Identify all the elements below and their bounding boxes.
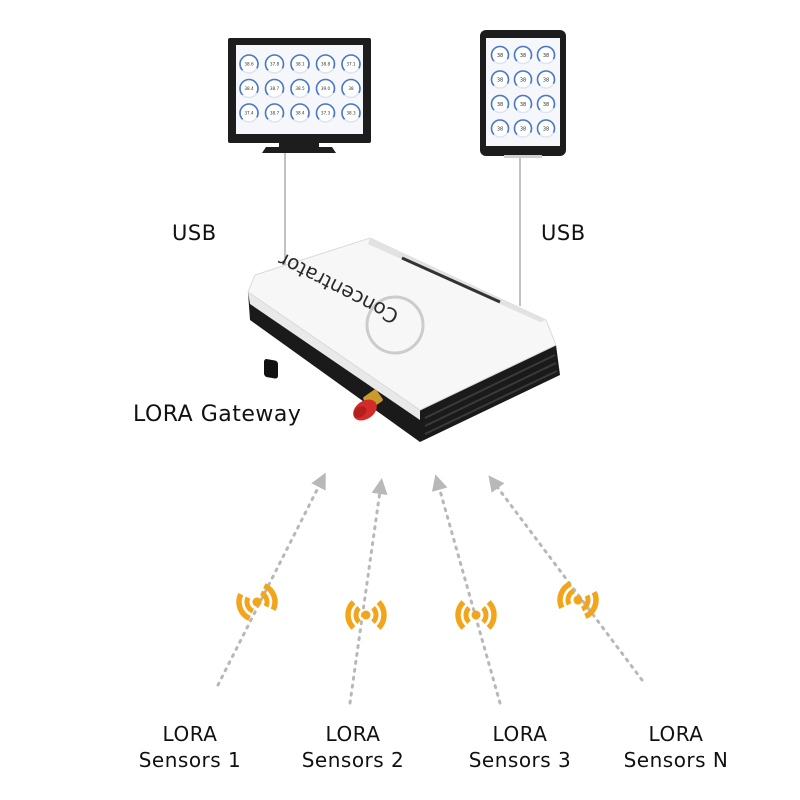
monitor-reading: 38.7 [270, 110, 280, 115]
monitor-gauge: 37.3 [315, 103, 336, 123]
monitor-screen-gauges: 38.6 37.8 38.1 38.8 37.1 38.4 38.7 38.5 39.0 38 37… [239, 54, 361, 123]
tablet-gauge: 38 [536, 70, 556, 89]
tablet-gauge: 38 [513, 119, 533, 138]
sensor-label-3: LORA Sensors 3 [450, 721, 590, 773]
sensor-label-n: LORA Sensors N [606, 721, 746, 773]
sensor-1-line2: Sensors 1 [138, 748, 242, 772]
tablet-gauge: 38 [490, 94, 510, 114]
tablet-reading: 38 [497, 126, 503, 132]
monitor-reading: 38.7 [270, 86, 280, 91]
monitor-icon: 38.6 37.8 38.1 38.8 37.1 38.4 38.7 38.5 39.0 38 37… [228, 38, 371, 153]
sensor-2-line2: Sensors 2 [301, 748, 405, 772]
monitor-reading: 38.6 [244, 61, 254, 66]
monitor-reading: 38.8 [321, 61, 331, 66]
wireless-signal-icon [236, 583, 278, 621]
antenna-icon [353, 389, 383, 421]
tablet-gauge: 38 [513, 70, 533, 89]
tablet-gauge: 38 [490, 119, 510, 138]
signal-arrows [216, 472, 644, 705]
usb-port [264, 359, 278, 379]
tablet-gauge: 38 [490, 70, 510, 89]
sensor-signals [236, 581, 599, 630]
sensor-label-2: LORA Sensors 2 [283, 721, 423, 773]
monitor-gauge: 38.1 [290, 54, 310, 74]
dotted-arrow-2 [348, 478, 388, 705]
gateway-label: LORA Gateway [133, 402, 302, 427]
monitor-gauge: 37.4 [239, 103, 259, 123]
arrow-head [371, 478, 388, 496]
monitor-reading: 37.1 [346, 61, 356, 66]
card-slot [401, 256, 501, 304]
wireless-signal-icon [557, 581, 599, 619]
monitor-gauge: 38.6 [239, 54, 259, 74]
tablet-reading: 38 [543, 53, 549, 59]
monitor-gauge: 38 [341, 78, 361, 99]
tablet-gauge: 38 [536, 45, 556, 65]
tablet-gauge: 38 [490, 45, 510, 65]
monitor-gauge: 39.0 [315, 78, 336, 99]
tablet-gauge: 38 [513, 94, 533, 114]
arrow-head [432, 474, 448, 492]
tablet-reading: 38 [497, 102, 503, 108]
sensor-3-line1: LORA [492, 722, 548, 746]
sensor-label-1: LORA Sensors 1 [120, 721, 260, 773]
monitor-gauge: 38.3 [341, 103, 361, 123]
tablet-reading: 38 [520, 53, 526, 59]
logo-ring [365, 295, 425, 355]
monitor-gauge: 38.8 [315, 54, 336, 74]
monitor-reading: 37.4 [244, 110, 254, 115]
sensor-3-line2: Sensors 3 [468, 748, 572, 772]
tablet-gauge: 38 [536, 119, 556, 138]
tablet-reading: 38 [520, 126, 526, 132]
monitor-gauge: 38.7 [264, 103, 285, 123]
monitor-gauge: 38.4 [290, 103, 310, 123]
tablet-gauge: 38 [536, 94, 556, 114]
dotted-arrow-1 [216, 472, 326, 687]
monitor-reading: 38.1 [295, 61, 305, 66]
tablet-reading: 38 [497, 77, 503, 83]
sensor-2-line1: LORA [325, 722, 381, 746]
arrow-head [488, 475, 505, 493]
tablet-reading: 38 [497, 53, 503, 59]
usb-label-right: USB [541, 221, 586, 245]
monitor-reading: 38 [348, 86, 354, 91]
tablet-reading: 38 [543, 126, 549, 132]
wireless-signal-icon [345, 600, 387, 630]
sensor-1-line1: LORA [162, 722, 218, 746]
sensor-n-line1: LORA [648, 722, 704, 746]
monitor-gauge: 38.4 [239, 78, 259, 99]
monitor-reading: 38.3 [346, 110, 356, 115]
tablet-reading: 38 [520, 77, 526, 83]
monitor-reading: 38.5 [295, 86, 305, 91]
sensor-n-line2: Sensors N [623, 748, 729, 772]
monitor-reading: 37.3 [321, 110, 331, 115]
monitor-gauge: 37.8 [264, 54, 285, 74]
tablet-icon: 38 38 38 38 38 38 38 38 38 38 38 38 [480, 30, 566, 158]
tablet-gauge: 38 [513, 45, 533, 65]
monitor-reading: 37.8 [270, 61, 280, 66]
monitor-gauge: 37.1 [341, 54, 361, 74]
arrow-head [311, 472, 326, 491]
monitor-reading: 38.4 [295, 110, 305, 115]
tablet-reading: 38 [520, 102, 526, 108]
dotted-arrow-3 [432, 474, 502, 705]
vent-stripes [424, 354, 558, 435]
monitor-reading: 38.4 [244, 86, 254, 91]
dotted-arrow-4 [488, 475, 644, 682]
monitor-gauge: 38.5 [290, 78, 310, 99]
monitor-gauge: 38.7 [264, 78, 285, 99]
tablet-screen-gauges: 38 38 38 38 38 38 38 38 38 38 38 38 [490, 45, 556, 138]
usb-label-left: USB [172, 221, 217, 245]
monitor-reading: 39.0 [321, 86, 331, 91]
gateway-device: Concentrator [247, 237, 560, 442]
tablet-reading: 38 [543, 77, 549, 83]
wireless-signal-icon [455, 600, 497, 630]
tablet-reading: 38 [543, 102, 549, 108]
